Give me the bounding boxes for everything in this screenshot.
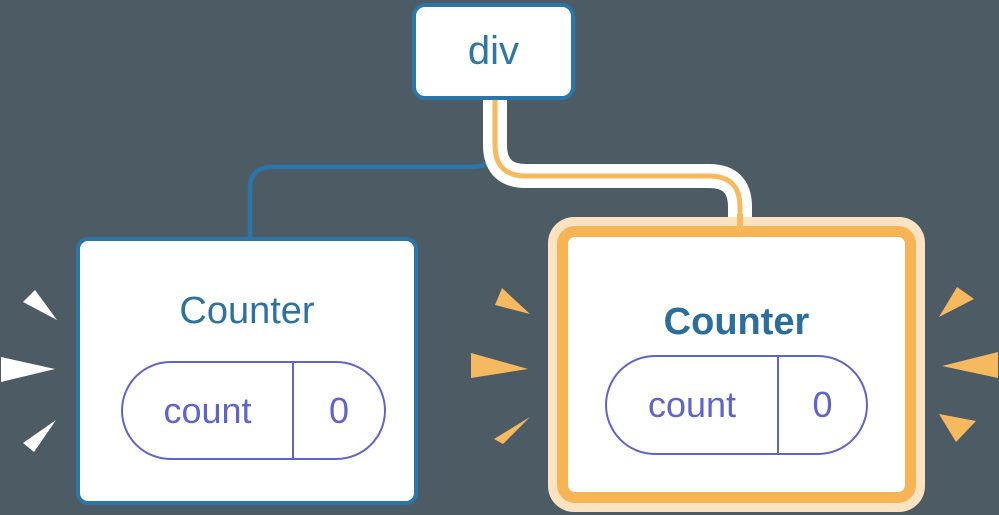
left-counter-title: Counter	[179, 290, 315, 332]
wire-to-left-counter	[247, 98, 497, 240]
wire-casing	[483, 98, 752, 217]
sparkle-burst-right-orange-icon	[939, 287, 998, 442]
state-key-label: count	[163, 389, 252, 431]
state-key-label: count	[647, 384, 737, 425]
sparkle-icon	[495, 288, 530, 314]
sparkle-icon	[494, 417, 530, 444]
state-value: 0	[777, 357, 866, 453]
sparkle-icon	[23, 420, 56, 452]
sparkle-icon	[23, 290, 57, 320]
sparkle-icon	[939, 414, 976, 442]
sparkle-burst-left-white-icon	[1, 290, 57, 452]
root-node-label: div	[467, 29, 520, 73]
sparkle-icon	[1, 357, 55, 382]
left-counter-state-pill: count 0	[121, 361, 386, 460]
sparkle-burst-middle-orange-icon	[471, 288, 530, 444]
left-counter-node: Counter count 0	[76, 237, 418, 505]
sparkle-icon	[939, 287, 974, 317]
sparkle-icon	[471, 353, 528, 378]
root-node-div: div	[412, 3, 575, 100]
sparkle-icon	[942, 352, 998, 378]
right-counter-state-pill: count 0	[605, 355, 868, 455]
wire-to-right-counter	[492, 98, 743, 219]
right-counter-highlight-halo: Counter count 0	[548, 217, 925, 512]
wire-stub	[737, 214, 743, 232]
right-counter-title: Counter	[663, 301, 810, 343]
state-value: 0	[292, 363, 384, 458]
